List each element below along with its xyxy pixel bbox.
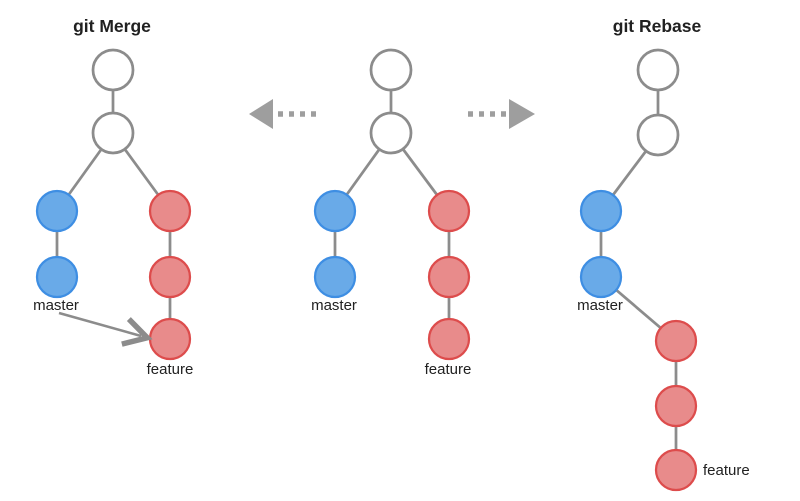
commit-node-feature [427,189,471,233]
commit-node-feature [654,319,698,363]
feature-label: feature [425,361,472,378]
commit-node-master [313,255,357,299]
feature-label: feature [703,462,750,479]
commit-node-master [579,189,623,233]
commit-node-feature [427,317,471,361]
commit-node-feature [654,384,698,428]
commit-node-feature [654,448,698,492]
arrow-left-icon [249,99,273,129]
merge-title: git Merge [73,16,151,36]
rebase-diagram: git Rebase master feature [577,16,750,492]
commit-node-master [35,255,79,299]
merge-arrow [58,311,153,347]
commit-node-master [579,255,623,299]
dashed-arrow-left [249,99,316,129]
commit-node-white [91,48,135,92]
original-diagram: master feature [311,48,472,378]
commit-node-white [91,111,135,155]
arrow-right-icon [509,99,535,129]
master-label: master [33,297,79,314]
commit-node-feature [148,255,192,299]
feature-label: feature [147,361,194,378]
commit-node-master [35,189,79,233]
commit-node-white [369,111,413,155]
master-label: master [311,297,357,314]
commit-node-feature [427,255,471,299]
commit-node-white [636,48,680,92]
rebase-title: git Rebase [613,16,702,36]
commit-node-feature [148,189,192,233]
commit-node-white [636,113,680,157]
merge-diagram: git Merge master feature [33,16,193,378]
master-label: master [577,297,623,314]
commit-node-white [369,48,413,92]
commit-node-master [313,189,357,233]
commit-node-merge-result [148,317,192,361]
dashed-arrow-right [468,99,535,129]
